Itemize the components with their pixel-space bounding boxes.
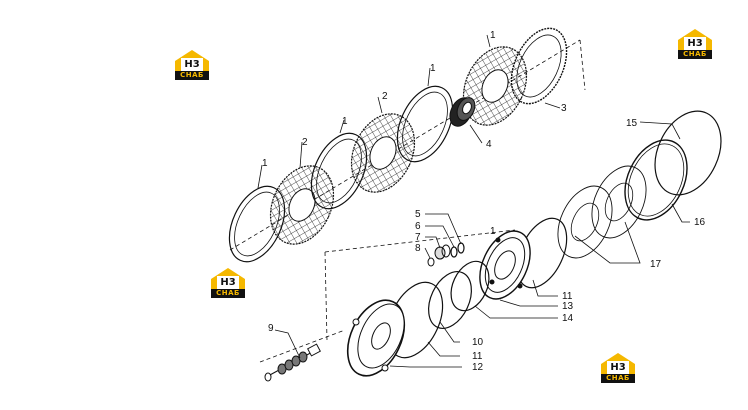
valve-assembly-9: [264, 343, 321, 382]
callout-1c: 1: [430, 63, 436, 74]
steel-plate-1c: [396, 85, 454, 163]
brand-logo-middle-left: H3 CHAБ: [210, 267, 246, 299]
piston-13: [479, 230, 531, 300]
brand-logo-top-left: H3 CHAБ: [174, 49, 210, 81]
logo-monogram: H3: [607, 361, 629, 374]
friction-disc-top: [462, 46, 528, 126]
o-ring-10: [428, 271, 472, 329]
callout-5: 5: [415, 209, 421, 220]
ring-16: [624, 139, 688, 221]
callout-1d: 1: [490, 30, 496, 41]
snap-ring-15: [654, 110, 722, 196]
callout-1a: 1: [262, 158, 268, 169]
callout-3: 3: [561, 103, 567, 114]
callout-17: 17: [650, 259, 662, 270]
bearing-4: [449, 97, 476, 127]
o-ring-14: [450, 260, 490, 312]
callout-14: 14: [562, 313, 574, 324]
brand-logo-bottom-right: H3 CHAБ: [600, 352, 636, 384]
callout-1b: 1: [342, 116, 348, 127]
callout-10: 10: [472, 337, 484, 348]
housing-12: [346, 299, 406, 377]
callout-1e: 1: [490, 226, 496, 237]
logo-brand-text: CHAБ: [678, 50, 712, 59]
callout-16: 16: [694, 217, 706, 228]
callout-8: 8: [415, 243, 421, 254]
small-parts-5-8: [427, 242, 465, 267]
brand-logo-top-right: H3 CHAБ: [677, 28, 713, 60]
callout-13: 13: [562, 301, 574, 312]
callout-12: 12: [472, 362, 484, 373]
logo-monogram: H3: [217, 276, 239, 289]
friction-disc-2b: [350, 113, 416, 193]
callout-7: 7: [415, 232, 421, 243]
callout-2b: 2: [382, 91, 388, 102]
callout-4: 4: [486, 139, 492, 150]
steel-plate-1a: [228, 185, 286, 263]
plate-17b: [557, 185, 613, 259]
friction-disc-2a: [269, 165, 335, 245]
callout-9: 9: [268, 323, 274, 334]
logo-monogram: H3: [684, 37, 706, 50]
logo-brand-text: CHAБ: [601, 374, 635, 383]
logo-monogram: H3: [181, 58, 203, 71]
logo-brand-text: CHAБ: [211, 289, 245, 298]
logo-brand-text: CHAБ: [175, 71, 209, 80]
callout-11-lower: 11: [472, 351, 483, 362]
callout-6: 6: [415, 221, 421, 232]
leader-lines: [257, 34, 690, 368]
callout-11-upper: 11: [562, 291, 573, 302]
callout-15: 15: [626, 118, 638, 129]
callout-2a: 2: [302, 137, 308, 148]
steel-plate-1b: [310, 132, 368, 210]
